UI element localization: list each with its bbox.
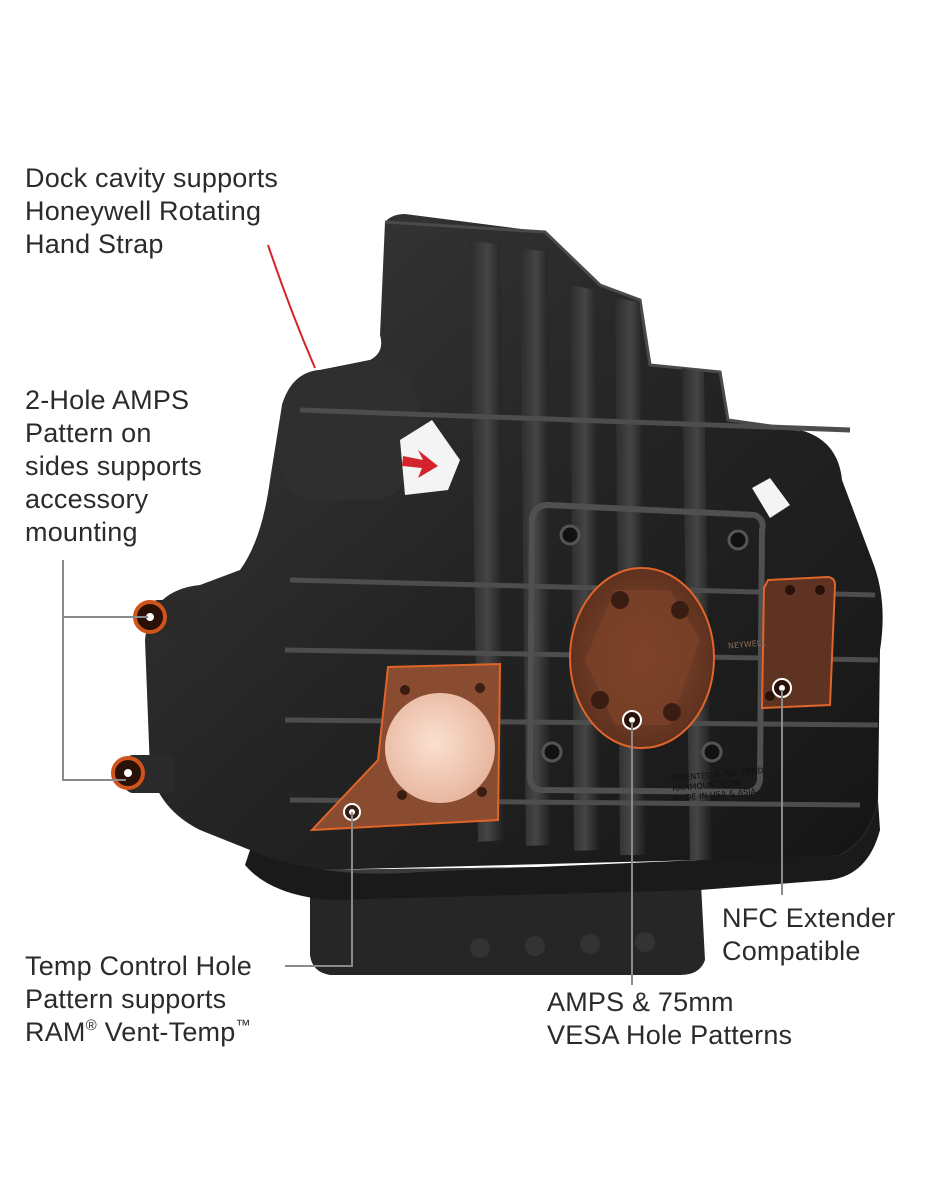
side-amps-posts [111, 600, 200, 793]
amps-vesa-line-2: VESA Hole Patterns [547, 1020, 793, 1050]
vesa-plate [526, 501, 766, 796]
amps-sides-callout: 2-Hole AMPS Pattern on sides supports ac… [25, 384, 202, 549]
amps-sides-line-3: sides supports [25, 451, 202, 481]
dock-cavity-line-3: Hand Strap [25, 229, 164, 259]
temp-control-line-1: Temp Control Hole [25, 951, 252, 981]
amps-sides-line-1: 2-Hole AMPS [25, 385, 190, 415]
temp-control-callout: Temp Control Hole Pattern supports RAM® … [25, 950, 252, 1049]
trademark-mark: ™ [235, 1017, 251, 1034]
temp-control-line-2: Pattern supports [25, 984, 227, 1014]
amps-sides-line-2: Pattern on [25, 418, 152, 448]
dock-cavity-line-1: Dock cavity supports [25, 163, 279, 193]
nfc-highlight [760, 575, 837, 710]
temp-control-line-3: RAM® Vent-Temp™ [25, 1016, 252, 1049]
temp-control-product: Vent-Temp [96, 1017, 236, 1047]
amps-sides-line-5: mounting [25, 517, 138, 547]
nfc-callout: NFC Extender Compatible [722, 902, 895, 968]
cradle-body [145, 214, 883, 900]
registered-mark: ® [85, 1017, 97, 1034]
amps-sides-line-4: accessory [25, 484, 149, 514]
amps-vesa-callout: AMPS & 75mm VESA Hole Patterns [547, 986, 792, 1052]
callout-lines [62, 244, 783, 985]
dock-cavity-callout: Dock cavity supports Honeywell Rotating … [25, 162, 278, 261]
nfc-line-1: NFC Extender [722, 903, 896, 933]
strap-arrow-icon [402, 450, 438, 478]
amps-sides-leader [62, 560, 148, 781]
amps-vesa-line-1: AMPS & 75mm [547, 987, 734, 1017]
vent-temp-highlight [309, 662, 502, 832]
temp-control-brand: RAM [25, 1017, 86, 1047]
amps-vesa-highlight [569, 567, 715, 749]
temp-control-leader [285, 812, 353, 967]
dock-cavity-leader [267, 244, 316, 369]
dock-cavity-line-2: Honeywell Rotating [25, 196, 262, 226]
nfc-line-2: Compatible [722, 936, 861, 966]
